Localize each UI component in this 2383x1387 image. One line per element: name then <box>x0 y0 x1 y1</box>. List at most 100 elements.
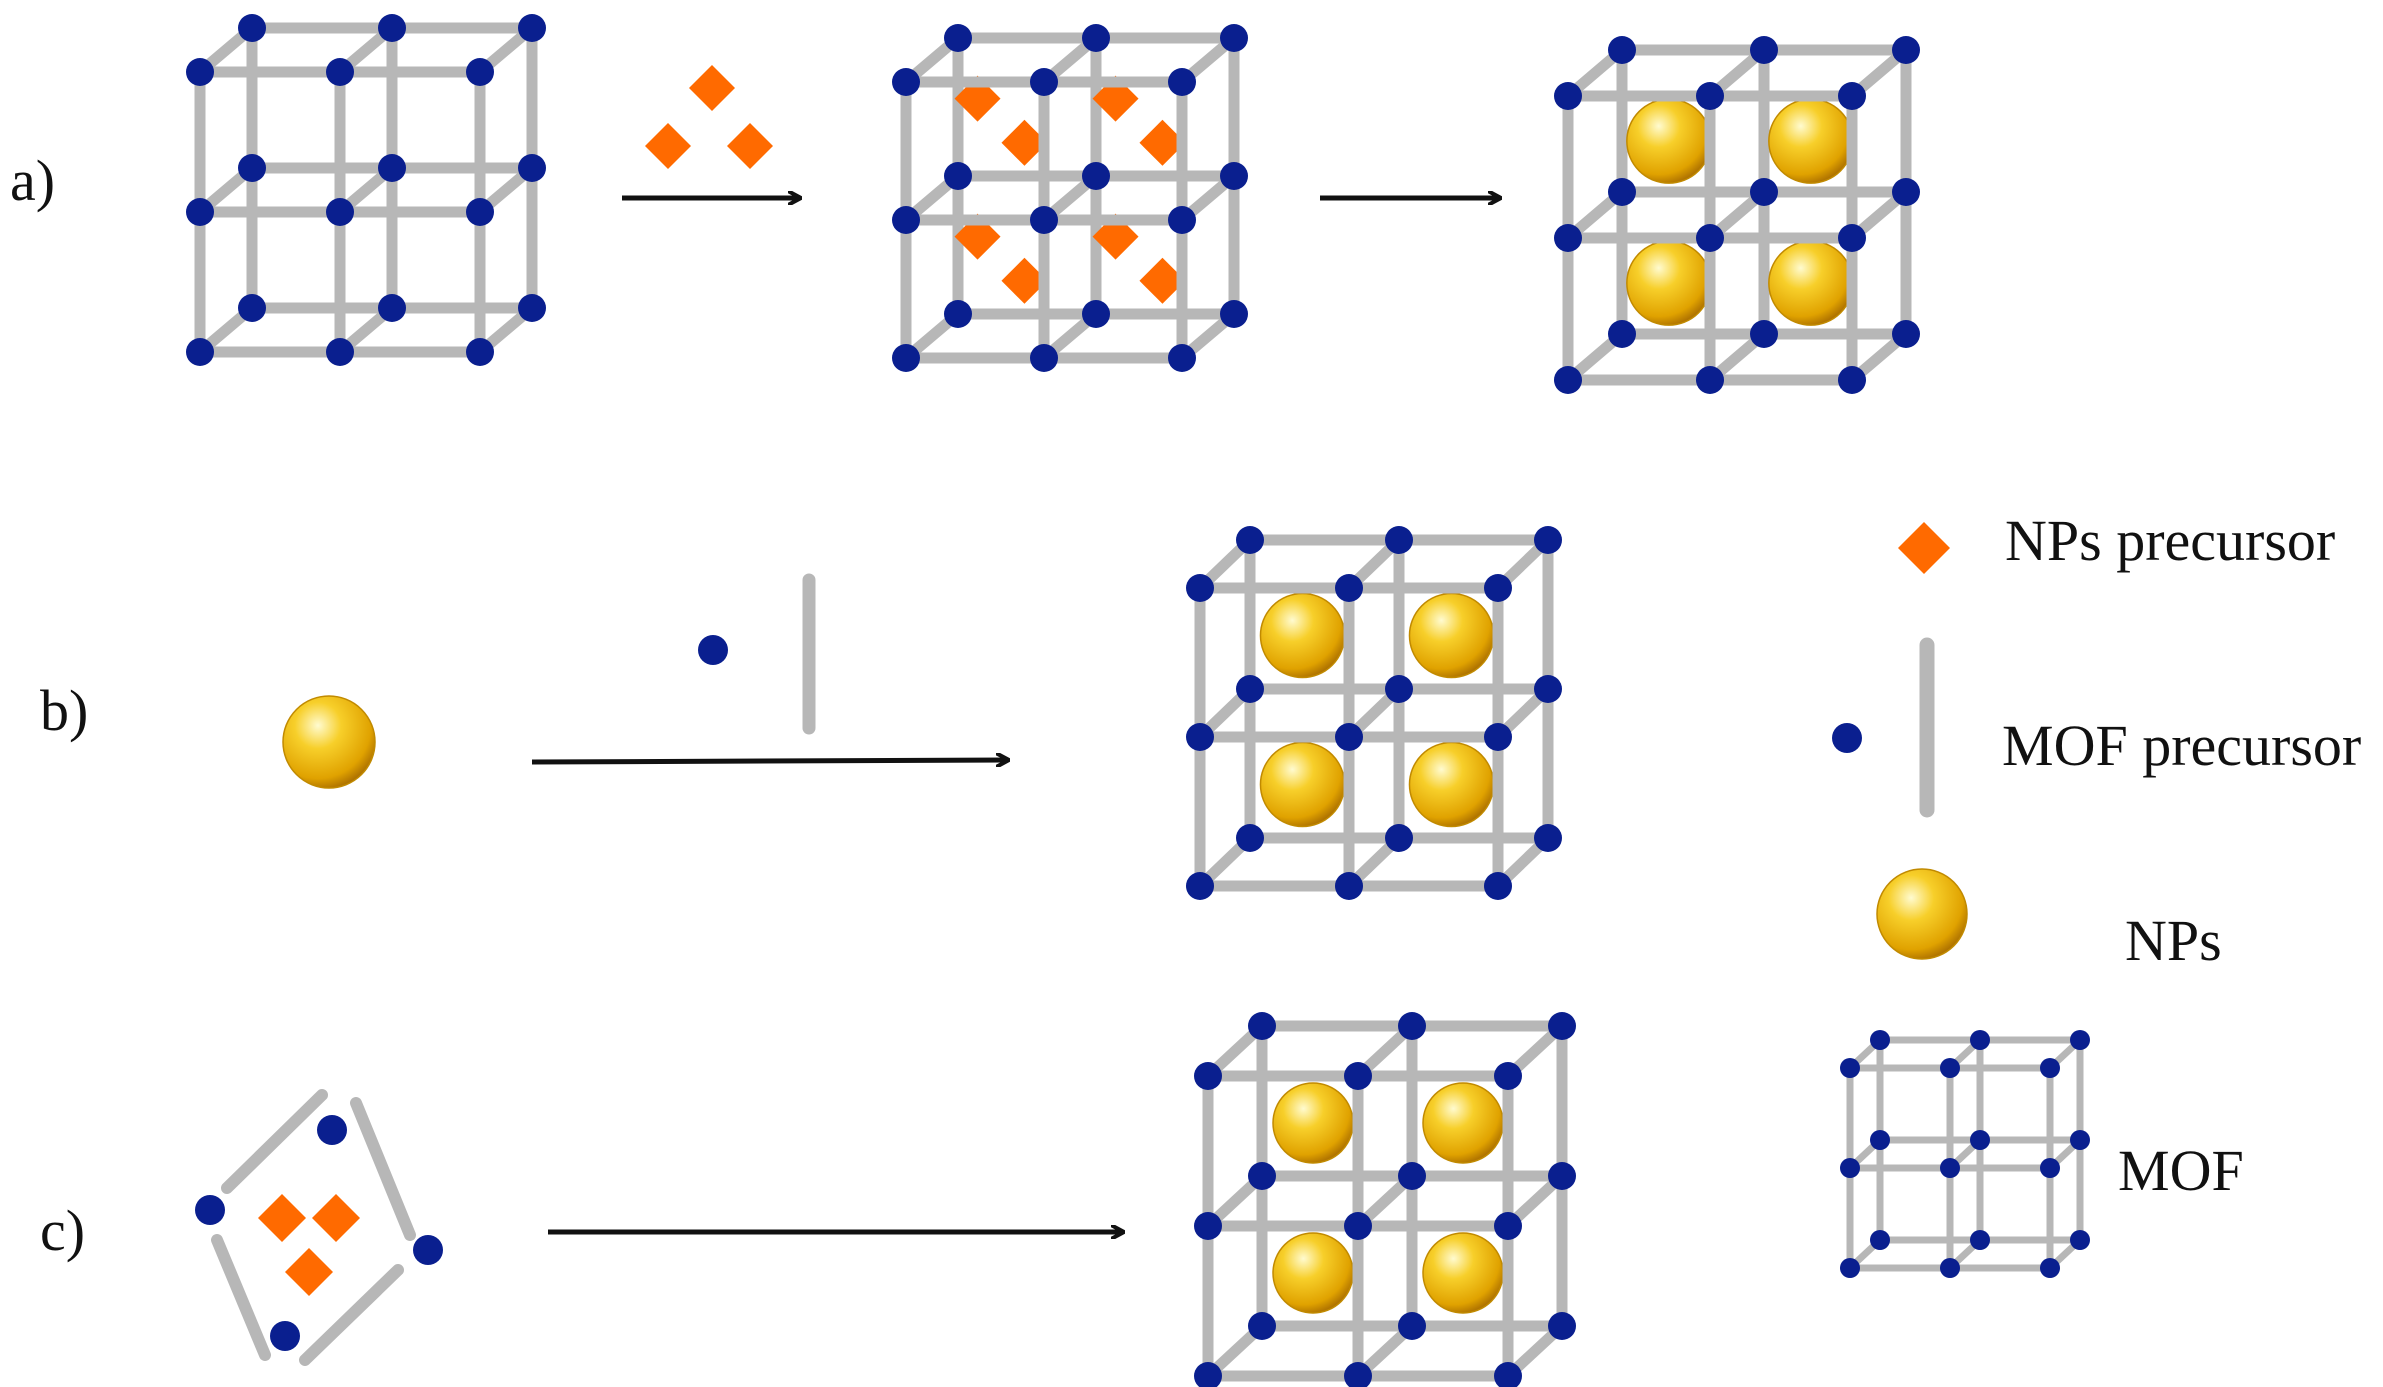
metal-node <box>1840 1258 1860 1278</box>
metal-node <box>1335 574 1363 602</box>
np-precursor-diamond <box>1001 257 1048 304</box>
np-sphere <box>1768 240 1854 326</box>
metal-node <box>1236 675 1264 703</box>
metal-node <box>326 198 354 226</box>
np-precursor-diamond <box>1139 257 1186 304</box>
metal-node <box>1236 824 1264 852</box>
np-sphere <box>1259 741 1346 828</box>
metal-node <box>186 198 214 226</box>
np-precursor-diamond <box>285 1248 333 1296</box>
nanoparticle <box>1876 868 1968 960</box>
np-precursor-diamond <box>1898 522 1950 574</box>
metal-node <box>1892 36 1920 64</box>
metal-node <box>1608 320 1636 348</box>
metal-node <box>413 1235 443 1265</box>
np-sphere <box>1422 1082 1504 1164</box>
legend-icon-nps-precursor <box>1898 522 1950 574</box>
metal-node <box>378 14 406 42</box>
np-sphere <box>282 695 376 789</box>
metal-node <box>1892 178 1920 206</box>
metal-node <box>1554 82 1582 110</box>
metal-node <box>1335 872 1363 900</box>
nanoparticle <box>1272 1082 1354 1164</box>
metal-node <box>1194 1212 1222 1240</box>
metal-node <box>892 206 920 234</box>
metal-node <box>1554 366 1582 394</box>
metal-node <box>1534 675 1562 703</box>
metal-node <box>1494 1212 1522 1240</box>
mof-with-nps-a <box>1554 36 1920 394</box>
metal-node <box>944 162 972 190</box>
metal-node <box>1494 1362 1522 1387</box>
metal-node <box>1344 1212 1372 1240</box>
metal-node <box>1220 162 1248 190</box>
metal-node <box>1082 162 1110 190</box>
legend-label-mof: MOF <box>2118 1138 2244 1203</box>
metal-node <box>1494 1062 1522 1090</box>
metal-node <box>2070 1030 2090 1050</box>
nanoparticle <box>1259 592 1346 679</box>
np-precursor-diamond <box>727 123 773 169</box>
metal-node <box>518 14 546 42</box>
metal-node <box>1030 206 1058 234</box>
np-precursor-diamond <box>689 65 735 111</box>
metal-node <box>466 338 494 366</box>
metal-node <box>1838 366 1866 394</box>
metal-node <box>378 154 406 182</box>
metal-node <box>1186 872 1214 900</box>
legend-icon-nps <box>1876 868 1968 960</box>
metal-node <box>1082 24 1110 52</box>
metal-node <box>1168 344 1196 372</box>
metal-node <box>1236 526 1264 554</box>
metal-node <box>238 14 266 42</box>
metal-node <box>186 338 214 366</box>
metal-node <box>1940 1158 1960 1178</box>
metal-node <box>1940 1058 1960 1078</box>
metal-node <box>1534 824 1562 852</box>
metal-node <box>1385 824 1413 852</box>
metal-node <box>1970 1230 1990 1250</box>
strut <box>221 1089 328 1194</box>
metal-node <box>944 300 972 328</box>
metal-node <box>1534 526 1562 554</box>
metal-node <box>238 294 266 322</box>
metal-node <box>1696 224 1724 252</box>
legend-label-nps-precursor: NPs precursor <box>2005 508 2335 573</box>
np-precursor-diamond <box>645 123 691 169</box>
metal-node <box>1398 1312 1426 1340</box>
metal-node <box>1194 1362 1222 1387</box>
metal-node <box>892 344 920 372</box>
arrow-b <box>531 760 1008 762</box>
nanoparticle <box>1272 1232 1354 1314</box>
metal-node <box>1484 872 1512 900</box>
np-sphere <box>1408 741 1495 828</box>
metal-node <box>1548 1012 1576 1040</box>
metal-node <box>1750 320 1778 348</box>
metal-node <box>892 68 920 96</box>
metal-node <box>1220 300 1248 328</box>
metal-node <box>1870 1230 1890 1250</box>
nanoparticle <box>1768 98 1854 184</box>
metal-node <box>1548 1312 1576 1340</box>
metal-node <box>1832 723 1862 753</box>
metal-node <box>1030 344 1058 372</box>
metal-node <box>1168 68 1196 96</box>
metal-node <box>1892 320 1920 348</box>
metal-node <box>2070 1130 2090 1150</box>
row-label-c: c) <box>40 1198 85 1263</box>
metal-node <box>518 294 546 322</box>
metal-node <box>1398 1012 1426 1040</box>
metal-node <box>1030 68 1058 96</box>
nanoparticle <box>1626 98 1712 184</box>
np-sphere <box>1626 98 1712 184</box>
metal-node <box>1838 82 1866 110</box>
legend-label-mof-precursor: MOF precursor <box>2002 713 2361 778</box>
mof-precursor-set <box>698 573 816 735</box>
metal-node <box>1385 526 1413 554</box>
metal-node <box>518 154 546 182</box>
nanoparticle <box>1626 240 1712 326</box>
metal-node <box>1970 1130 1990 1150</box>
metal-node <box>1335 723 1363 751</box>
metal-node <box>1608 178 1636 206</box>
mof-with-nps-b <box>1186 526 1562 900</box>
